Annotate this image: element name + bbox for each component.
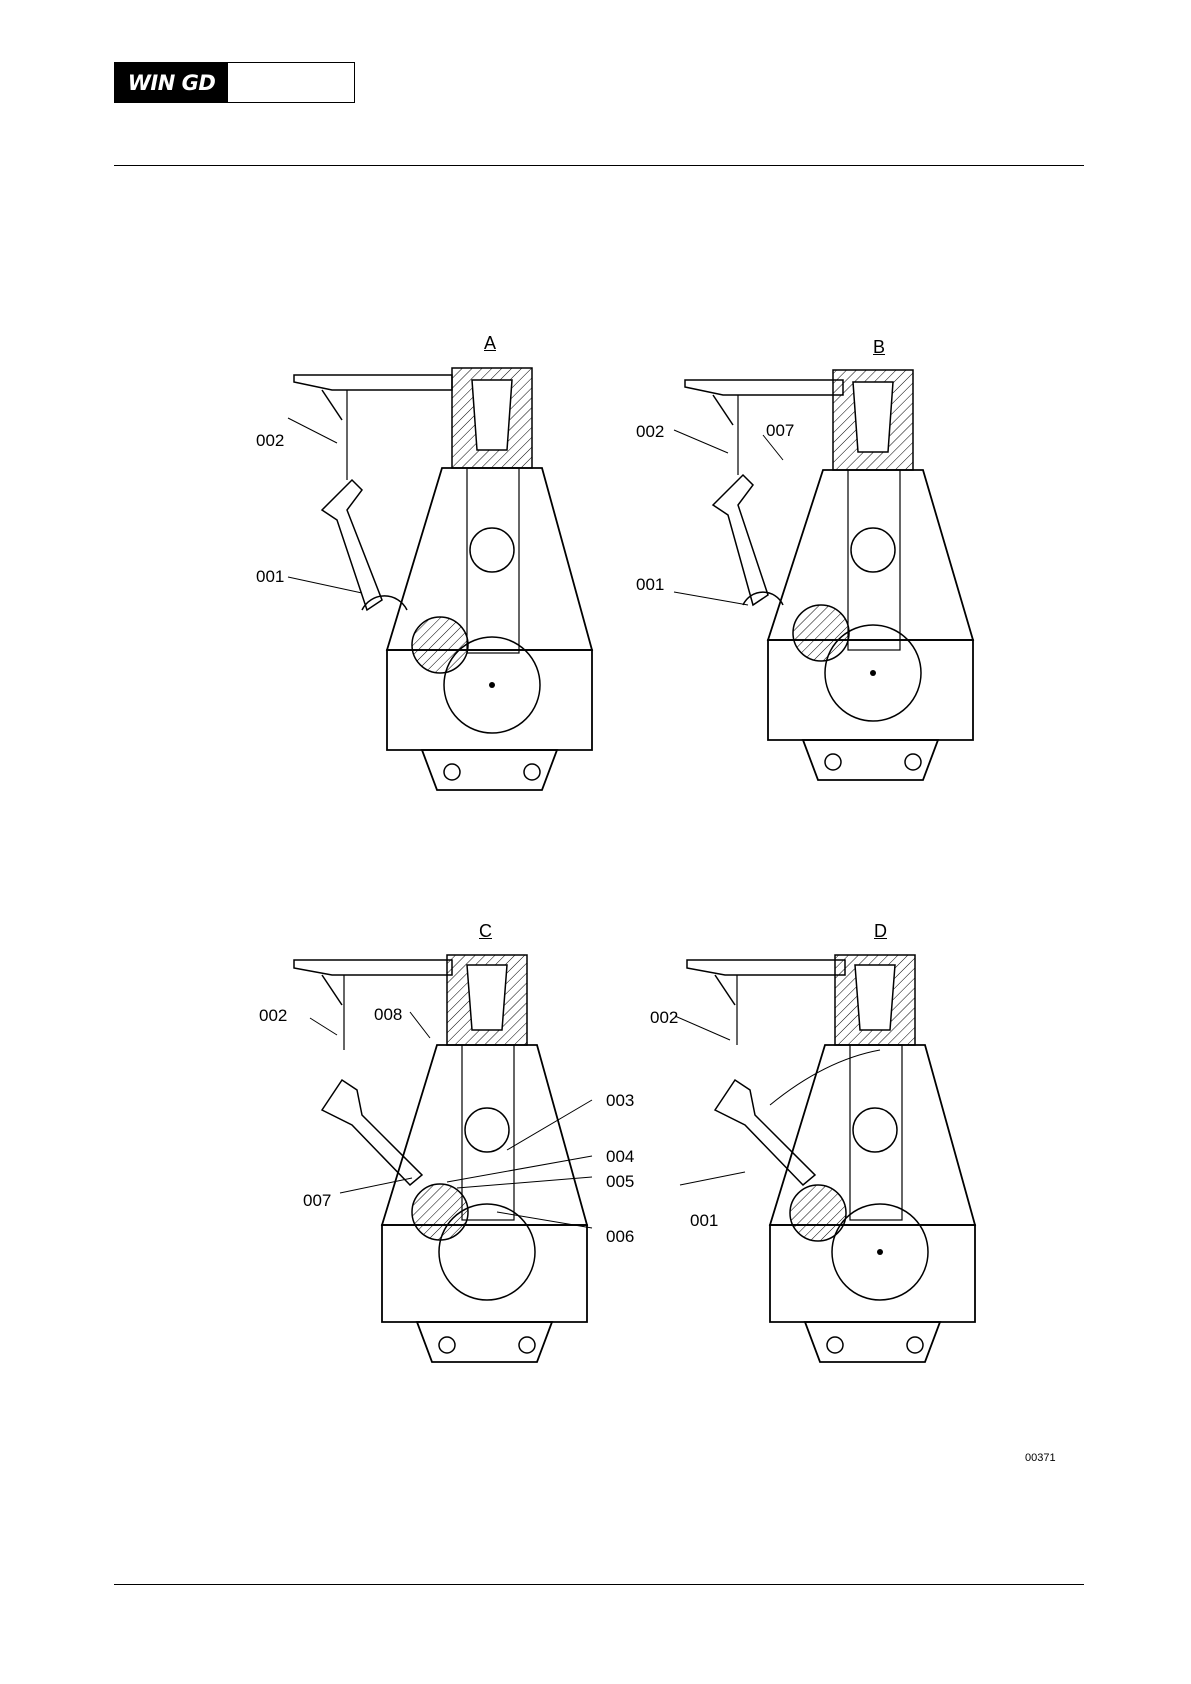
engine-drawing [292, 360, 592, 800]
callout-label: 007 [766, 422, 794, 439]
panel-title: B [873, 338, 885, 356]
callout-label: 001 [690, 1212, 718, 1229]
callout-label: 001 [636, 576, 664, 593]
callout-label: 002 [256, 432, 284, 449]
engine-cross-section [685, 950, 985, 1370]
figure-id: 00371 [1025, 1452, 1056, 1464]
panel-title: C [479, 922, 492, 940]
callout-label: 002 [636, 423, 664, 440]
logo-blank-box [228, 63, 354, 102]
header-rule [114, 165, 1084, 166]
callout-label: 007 [303, 1192, 331, 1209]
engine-cross-section [683, 365, 983, 805]
callout-label: 005 [606, 1173, 634, 1190]
wingd-logo: WIN GD [114, 62, 355, 103]
callout-label: 006 [606, 1228, 634, 1245]
callout-label: 002 [259, 1007, 287, 1024]
engine-drawing [685, 950, 985, 1370]
panel-title: D [874, 922, 887, 940]
engine-cross-section [292, 360, 592, 800]
callout-label: 008 [374, 1006, 402, 1023]
engine-drawing [683, 365, 983, 805]
panel-title: A [484, 334, 496, 352]
callout-label: 001 [256, 568, 284, 585]
engine-cross-section [292, 950, 592, 1370]
callout-label: 002 [650, 1009, 678, 1026]
footer-rule [114, 1584, 1084, 1585]
callout-label: 003 [606, 1092, 634, 1109]
logo-text: WIN GD [115, 63, 228, 102]
callout-label: 004 [606, 1148, 634, 1165]
engine-drawing [292, 950, 592, 1370]
